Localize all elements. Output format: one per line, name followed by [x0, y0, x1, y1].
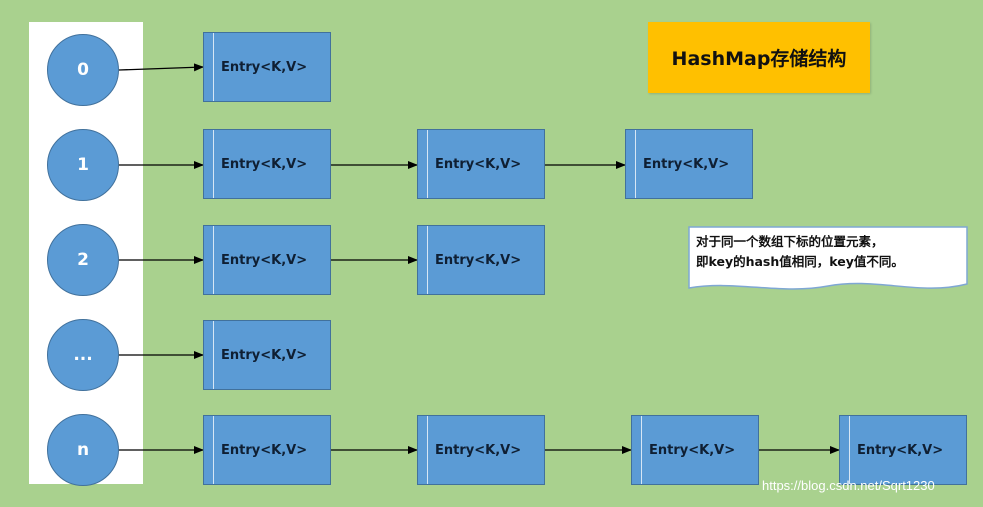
bucket-index-label: 2: [77, 250, 89, 270]
entry-label: Entry<K,V>: [221, 156, 308, 172]
note-line-2: 即key的hash值相同，key值不同。: [696, 254, 904, 269]
entry-label: Entry<K,V>: [221, 252, 308, 268]
note-line-1: 对于同一个数组下标的位置元素，: [696, 234, 884, 249]
entry-label: Entry<K,V>: [221, 59, 308, 75]
link-arrow: [118, 63, 204, 72]
entry-node: Entry<K,V>: [203, 320, 331, 390]
entry-node: Entry<K,V>: [417, 415, 545, 485]
entry-label: Entry<K,V>: [221, 347, 308, 363]
note-text: 对于同一个数组下标的位置元素， 即key的hash值相同，key值不同。: [696, 232, 962, 272]
bucket-0: 0: [47, 34, 119, 106]
entry-label: Entry<K,V>: [857, 442, 944, 458]
entry-node: Entry<K,V>: [203, 415, 331, 485]
bucket-2: 2: [47, 224, 119, 296]
entry-node: Entry<K,V>: [203, 225, 331, 295]
watermark-url: https://blog.csdn.net/Sqrt1230: [762, 478, 935, 493]
entry-node: Entry<K,V>: [839, 415, 967, 485]
bucket-1: 1: [47, 129, 119, 201]
entry-label: Entry<K,V>: [435, 156, 522, 172]
entry-label: Entry<K,V>: [435, 252, 522, 268]
note-shape: [688, 226, 968, 290]
bucket-n: n: [47, 414, 119, 486]
entry-node: Entry<K,V>: [417, 225, 545, 295]
diagram-title: HashMap存储结构: [648, 22, 870, 93]
note-callout: 对于同一个数组下标的位置元素， 即key的hash值相同，key值不同。: [688, 226, 968, 296]
entry-label: Entry<K,V>: [649, 442, 736, 458]
bucket-index-label: n: [76, 440, 90, 460]
entry-label: Entry<K,V>: [643, 156, 730, 172]
entry-node: Entry<K,V>: [625, 129, 753, 199]
bucket-index-label: 1: [77, 155, 89, 175]
entry-label: Entry<K,V>: [221, 442, 308, 458]
bucket-ellipsis: ...: [47, 319, 119, 391]
bucket-index-label: 0: [77, 60, 89, 80]
bucket-index-label: ...: [73, 345, 93, 365]
entry-node: Entry<K,V>: [203, 129, 331, 199]
entry-node: Entry<K,V>: [631, 415, 759, 485]
entry-node: Entry<K,V>: [203, 32, 331, 102]
entry-node: Entry<K,V>: [417, 129, 545, 199]
entry-label: Entry<K,V>: [435, 442, 522, 458]
